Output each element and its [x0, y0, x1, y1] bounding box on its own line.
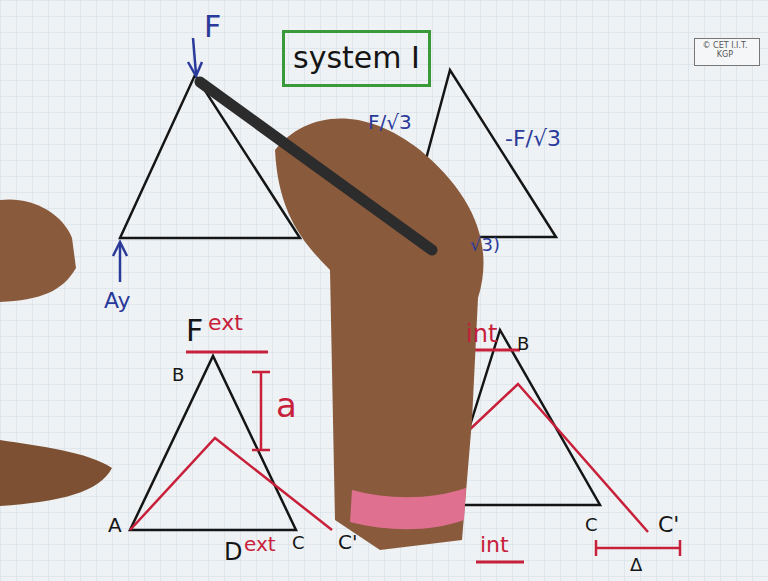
deformed-shape — [130, 438, 332, 530]
arrow-head — [188, 62, 202, 76]
arrow-head — [113, 242, 127, 256]
dimension-line — [252, 372, 270, 450]
force-arrow — [193, 38, 196, 74]
watermark-text: © CET I.I.T. KGP — [697, 41, 753, 59]
dimension-label: a — [276, 388, 297, 422]
thumb — [0, 440, 112, 506]
dimension-line — [596, 540, 680, 556]
system-label: D — [224, 540, 242, 564]
superscript: ext — [244, 534, 276, 554]
reaction-label: Ay — [104, 290, 131, 312]
reaction-arrow — [119, 244, 122, 282]
title-box: system I — [282, 30, 431, 87]
joint-label: C — [292, 534, 305, 552]
superscript: ext — [208, 312, 243, 334]
joint-label: C' — [338, 532, 357, 552]
joint-label: C — [585, 516, 598, 534]
force-label: F — [204, 12, 221, 42]
truss-triangle — [120, 75, 300, 238]
system-label: F — [186, 316, 203, 346]
joint-label: B — [517, 335, 529, 353]
hand — [275, 118, 483, 550]
dimension-label: Δ — [630, 556, 642, 574]
superscript: int — [466, 322, 497, 346]
member-force: F/√3 — [368, 112, 412, 132]
member-force: √3) — [470, 236, 500, 254]
joint-label: C' — [658, 514, 679, 536]
joint-label: B — [172, 366, 184, 384]
finger — [0, 199, 76, 302]
system-title: system I — [293, 41, 420, 76]
deformed-shape — [448, 384, 648, 532]
pen — [200, 82, 432, 250]
underline — [186, 351, 268, 354]
joint-label: A — [108, 515, 122, 535]
member-force: -F/√3 — [505, 128, 561, 150]
underline — [476, 561, 524, 564]
bracelet — [350, 488, 466, 529]
superscript: int — [480, 534, 509, 556]
watermark-box: © CET I.I.T. KGP — [694, 38, 760, 66]
